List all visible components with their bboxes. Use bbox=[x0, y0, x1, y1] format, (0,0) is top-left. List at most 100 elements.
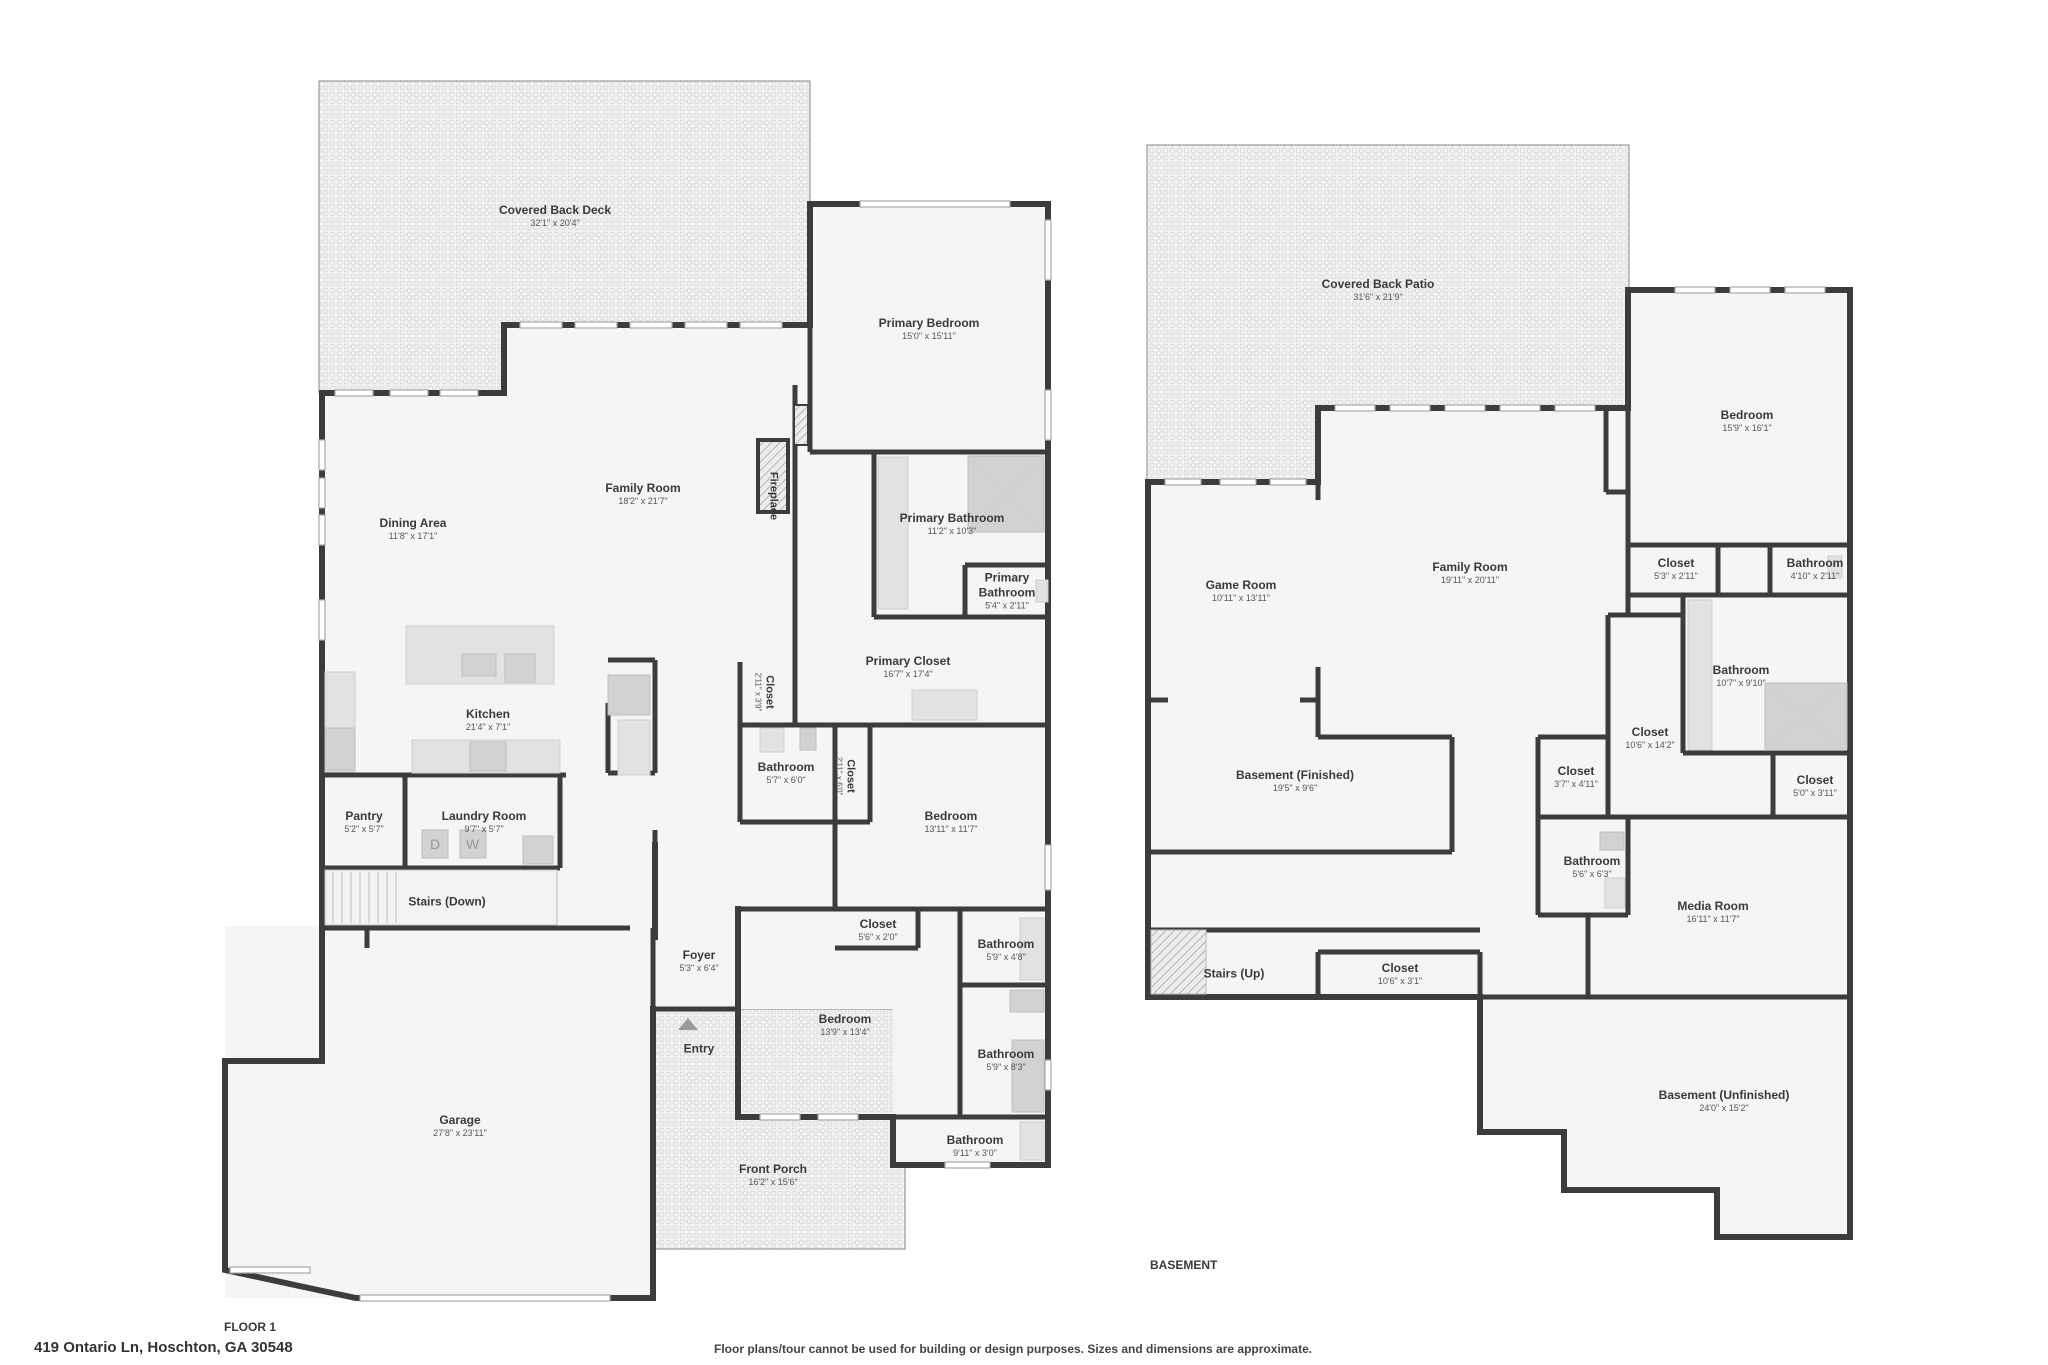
window bbox=[1219, 478, 1257, 486]
room-name: Family Room bbox=[605, 480, 681, 495]
room-b-closet-1: Closet 5'3" x 2'11" bbox=[1654, 556, 1698, 582]
window bbox=[859, 200, 1011, 208]
room-name: Closet bbox=[1381, 960, 1419, 975]
vanity-bath2 bbox=[1019, 917, 1045, 981]
front-porch-surface bbox=[654, 1008, 906, 1250]
room-bathroom-2: Bathroom 5'9" x 4'8" bbox=[978, 937, 1035, 963]
room-dim: 19'11" x 20'11" bbox=[1440, 574, 1500, 585]
room-bathroom-1: Bathroom 5'7" x 6'0" bbox=[758, 760, 815, 786]
room-name: Stairs (Down) bbox=[408, 894, 486, 909]
window bbox=[1269, 478, 1307, 486]
room-name: Closet bbox=[763, 675, 776, 709]
window bbox=[1164, 478, 1202, 486]
room-name: Covered Back Patio bbox=[1321, 276, 1435, 291]
bathtub-icon bbox=[1011, 1039, 1045, 1113]
room-name: Front Porch bbox=[739, 1161, 807, 1176]
room-kitchen: Kitchen 21'4" x 7'1" bbox=[466, 707, 510, 733]
room-dim: 13'11" x 11'7" bbox=[924, 823, 978, 834]
room-foyer: Foyer 5'3" x 6'4" bbox=[679, 948, 718, 974]
room-name: Closet bbox=[1657, 555, 1695, 570]
room-dim: 21'4" x 7'1" bbox=[465, 721, 511, 732]
room-dim: 31'6" x 21'9" bbox=[1353, 291, 1403, 302]
room-name: Dining Area bbox=[379, 515, 447, 530]
room-garage: Garage 27'8" x 23'11" bbox=[433, 1113, 487, 1139]
closet-shelf bbox=[911, 689, 978, 721]
window bbox=[1334, 404, 1376, 412]
room-dim: 16'2" x 15'6" bbox=[748, 1176, 798, 1187]
basement-title: BASEMENT bbox=[1150, 1258, 1218, 1272]
room-name: Family Room bbox=[1432, 559, 1508, 574]
property-address: 419 Ontario Ln, Hoschton, GA 30548 bbox=[34, 1339, 293, 1356]
room-pantry: Pantry 5'2" x 5'7" bbox=[344, 809, 383, 835]
room-dim: 4'10" x 2'11" bbox=[1790, 570, 1840, 581]
window bbox=[318, 599, 326, 641]
toilet-icon bbox=[1599, 831, 1625, 851]
room-bedroom-2: Bedroom 13'9" x 13'4" bbox=[819, 1012, 872, 1038]
window bbox=[1044, 219, 1052, 281]
room-dim: 5'0" x 3'11" bbox=[1793, 787, 1837, 798]
stairs-down-treads bbox=[324, 869, 558, 926]
room-dim: 13'9" x 13'4" bbox=[820, 1026, 870, 1037]
disclaimer-text: Floor plans/tour cannot be used for buil… bbox=[714, 1342, 1313, 1356]
room-bedroom-1: Bedroom 13'11" x 11'7" bbox=[924, 809, 977, 835]
room-name: Bathroom bbox=[977, 1046, 1035, 1061]
room-name: Basement (Unfinished) bbox=[1658, 1087, 1790, 1102]
washer-mark: W bbox=[466, 836, 480, 852]
room-bathroom-4: Bathroom 9'11" x 3'0" bbox=[947, 1133, 1004, 1159]
room-name: Media Room bbox=[1677, 898, 1749, 913]
room-dim: 16'11" x 11'7" bbox=[1686, 913, 1740, 924]
room-b-family-room: Family Room 19'11" x 20'11" bbox=[1432, 560, 1507, 586]
window bbox=[439, 389, 479, 397]
floor1-interior-walls bbox=[322, 204, 1048, 1165]
room-dim: 18'2" x 21'7" bbox=[618, 495, 668, 506]
room-dim: 5'7" x 6'0" bbox=[766, 774, 806, 785]
room-b-bathroom-2: Bathroom 10'7" x 9'10" bbox=[1713, 663, 1770, 689]
window bbox=[318, 514, 326, 546]
fireplace-side bbox=[793, 404, 809, 446]
room-name: Closet bbox=[1796, 772, 1834, 787]
room-dim: 19'5" x 9'6" bbox=[1272, 782, 1318, 793]
room-name: Entry bbox=[683, 1041, 715, 1056]
dryer-mark: D bbox=[430, 836, 441, 852]
room-dim: 10'11" x 13'11" bbox=[1211, 592, 1271, 603]
window bbox=[1729, 286, 1771, 294]
room-name: Bathroom bbox=[977, 936, 1035, 951]
basement-vanity bbox=[1687, 599, 1713, 751]
room-primary-bathroom-2: Primary Bathroom 5'4" x 2'11" bbox=[975, 570, 1039, 611]
room-name: Fireplace bbox=[767, 471, 780, 521]
room-dim: 10'6" x 14'2" bbox=[1625, 739, 1675, 750]
room-name: Primary Bathroom bbox=[978, 570, 1036, 600]
room-dim: 10'7" x 9'10" bbox=[1716, 677, 1766, 688]
room-name: Closet bbox=[844, 759, 857, 793]
room-name: Primary Closet bbox=[865, 653, 951, 668]
window bbox=[817, 1113, 859, 1121]
window bbox=[1044, 1059, 1052, 1091]
room-dim: 5'9" x 8'3" bbox=[986, 1061, 1026, 1072]
toilet-icon bbox=[799, 727, 817, 751]
window bbox=[1044, 389, 1052, 441]
room-name: Bedroom bbox=[818, 1011, 872, 1026]
half-bath-fixture bbox=[1035, 579, 1049, 603]
room-dim: 32'1" x 20'4" bbox=[530, 217, 580, 228]
room-b-closet-2: Closet 10'6" x 14'2" bbox=[1625, 725, 1674, 751]
basement-interior bbox=[1148, 290, 1850, 1237]
room-name: Stairs (Up) bbox=[1203, 966, 1265, 981]
floor1-plan bbox=[222, 80, 1052, 1302]
window bbox=[389, 389, 429, 397]
room-entry: Entry bbox=[684, 1042, 715, 1057]
floor1-title: FLOOR 1 bbox=[224, 1320, 277, 1334]
laundry-sink-icon bbox=[522, 835, 554, 865]
room-name: Bedroom bbox=[924, 808, 978, 823]
room-name: Bathroom bbox=[1563, 853, 1621, 868]
cooktop-icon bbox=[469, 741, 507, 772]
room-dim: 2'11" x 6'0" bbox=[834, 756, 844, 796]
room-dim: 5'6" x 6'3" bbox=[1572, 868, 1612, 879]
room-name: Garage bbox=[439, 1112, 481, 1127]
window bbox=[759, 1113, 801, 1121]
dryer-icon bbox=[421, 829, 449, 859]
entry-arrow-icon bbox=[678, 1018, 698, 1030]
room-dim: 5'3" x 6'4" bbox=[679, 962, 719, 973]
basement-vanity-small bbox=[1604, 877, 1626, 909]
half-bath-fixture bbox=[1827, 555, 1843, 579]
